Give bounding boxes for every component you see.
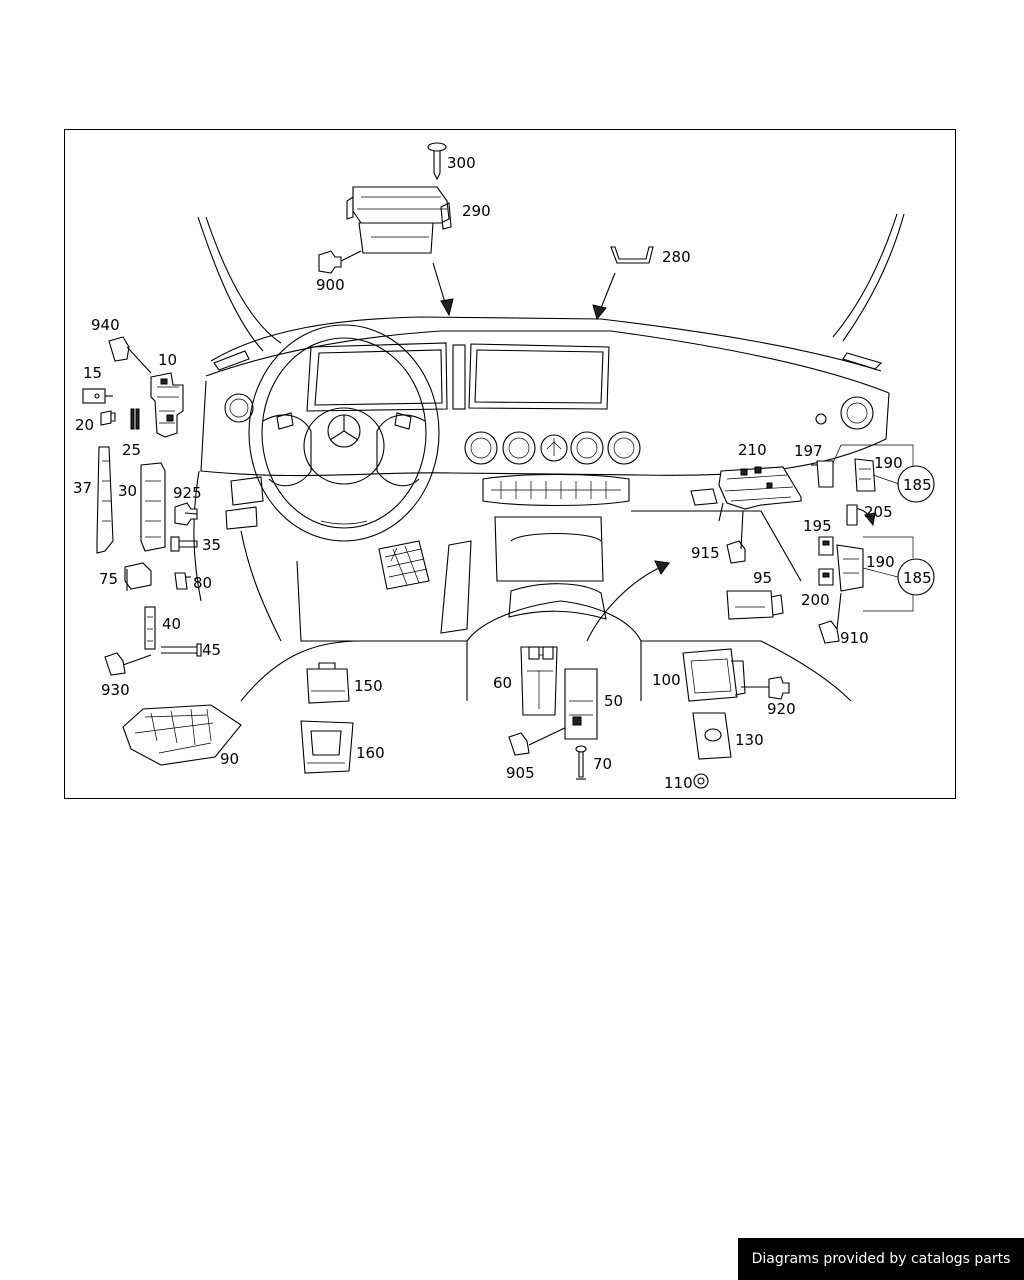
part-300-screw [427,142,447,181]
callout-185-lower: 185 [903,569,932,587]
part-35-bolt [170,536,198,552]
callout-60: 60 [493,674,512,692]
part-190-upper-holder [854,458,876,492]
part-205-fuse [846,504,858,526]
parts-diagram-frame: 300 290 280 900 940 10 15 20 25 37 30 92… [64,129,956,799]
credit-text: Diagrams provided by catalogs parts [751,1251,1011,1267]
part-60-module [520,646,558,716]
callout-920: 920 [767,700,796,718]
callout-labels: 300 290 280 900 940 10 15 20 25 37 30 92… [73,154,932,792]
connector-symbols [104,250,842,756]
callout-200: 200 [801,591,830,609]
callout-37: 37 [73,479,92,497]
part-195-relay [818,536,834,556]
part-70-screw [575,745,587,780]
callout-195: 195 [803,517,832,535]
part-80-clip [174,572,191,590]
callout-25: 25 [122,441,141,459]
callout-197: 197 [794,442,823,460]
callout-130: 130 [735,731,764,749]
part-290-module [346,186,452,254]
arrows [432,262,876,642]
credit-banner: Diagrams provided by catalogs parts [738,1238,1024,1280]
dashboard-illustration [193,213,905,702]
part-30-module [140,462,166,552]
part-210-fuse-box [718,466,802,522]
part-90-tray [122,704,242,766]
callout-190-upper: 190 [874,454,903,472]
callout-95: 95 [753,569,772,587]
callout-90: 90 [220,750,239,768]
callout-300: 300 [447,154,476,172]
callout-280: 280 [662,248,691,266]
part-130-bracket [692,712,732,760]
part-197-relay [811,460,834,488]
callout-930: 930 [101,681,130,699]
callout-925: 925 [173,484,202,502]
callout-915: 915 [691,544,720,562]
callout-30: 30 [118,482,137,500]
part-200-relay [818,568,834,586]
part-160-housing [300,720,354,774]
callout-20: 20 [75,416,94,434]
part-45-bolt [161,643,202,657]
callout-910: 910 [840,629,869,647]
callout-70: 70 [593,755,612,773]
callout-940: 940 [91,316,120,334]
part-185-upper-ref [832,444,935,503]
callout-210: 210 [738,441,767,459]
callout-100: 100 [652,671,681,689]
part-185-lower-ref [862,536,935,612]
callout-110: 110 [664,774,693,792]
part-95-module [726,590,784,620]
callout-290: 290 [462,202,491,220]
callout-150: 150 [354,677,383,695]
part-20-fuse [100,410,116,426]
part-280-bracket [610,246,654,264]
callout-10: 10 [158,351,177,369]
callout-45: 45 [202,641,221,659]
callout-35: 35 [202,536,221,554]
part-75-bracket [124,562,152,591]
callout-905: 905 [506,764,535,782]
callout-900: 900 [316,276,345,294]
part-40-strip [144,606,156,650]
callout-80: 80 [193,574,212,592]
callout-160: 160 [356,744,385,762]
callout-75: 75 [99,570,118,588]
part-110-nut [693,773,709,789]
part-190-lower-holder [836,544,864,592]
part-25-pins [130,408,140,430]
callout-50: 50 [604,692,623,710]
part-50-control-unit [564,668,598,740]
part-100-control-unit [682,648,746,702]
part-37-rail [96,446,114,554]
part-150-control-unit [306,662,350,704]
callout-205: 205 [864,503,893,521]
callout-15: 15 [83,364,102,382]
parts-diagram: 300 290 280 900 940 10 15 20 25 37 30 92… [73,142,935,792]
part-15-fuse [82,388,113,404]
part-10-switch [150,372,184,438]
callout-190-lower: 190 [866,553,895,571]
callout-40: 40 [162,615,181,633]
callout-185-upper: 185 [903,476,932,494]
